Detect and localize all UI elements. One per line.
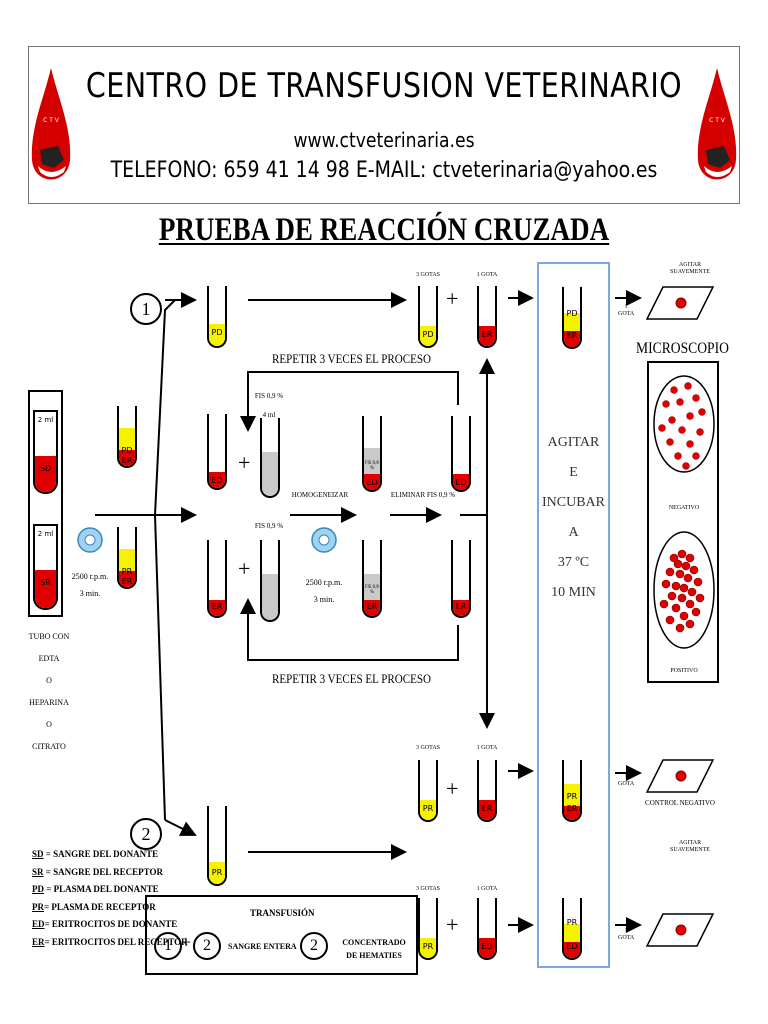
tube-er-drop: ER <box>477 760 497 822</box>
tube-rack <box>28 390 63 617</box>
microscope-slide <box>645 913 715 947</box>
plus-sign: + <box>446 776 459 801</box>
tube-label: SD <box>39 464 52 473</box>
microscope-slide <box>645 286 715 320</box>
header-box <box>28 46 740 204</box>
transfusion-plus: + <box>181 932 192 952</box>
fis-label: FIS 0,9 %4 ml <box>254 392 284 419</box>
logo-text: C T V <box>709 117 726 124</box>
plus-sign: + <box>238 450 251 475</box>
repeat-label-top: REPETIR 3 VECES EL PROCESO <box>272 351 432 366</box>
contact-line: TELEFONO: 659 41 14 98 E-MAIL: ctveterin… <box>110 158 658 183</box>
transfusion-title: TRANSFUSIÓN <box>250 908 315 918</box>
tube-fis <box>260 540 280 622</box>
tube-er-drop: ER <box>477 286 497 348</box>
plus-sign: + <box>446 912 459 937</box>
legend-item: ED= ERITROCITOS DE DONANTE <box>32 919 178 929</box>
tube-pr-drops: PR <box>418 898 438 960</box>
drops-label: 3 GOTAS <box>415 886 441 892</box>
homogeneizar-label: HOMOGENEIZAR <box>291 491 349 499</box>
microscope-box <box>647 361 719 683</box>
plus-sign: + <box>238 556 251 581</box>
tube-ed-washed: ED <box>451 416 471 492</box>
blood-drop-logo-left: C T V <box>31 68 71 180</box>
control-negativo-label: CONTROL NEGATIVO <box>645 799 715 807</box>
tube-pd-drops: PD <box>418 286 438 348</box>
tube-er-fis: FIS 0,9 %ER <box>362 540 382 618</box>
tube-ed-fis: FIS 0,9 %ED <box>362 416 382 492</box>
tube-pd: PD <box>207 286 227 348</box>
centrifuge-icon <box>77 527 103 553</box>
tube-pr-drops: PR <box>418 760 438 822</box>
tube-sd: 2 ml SD <box>33 410 58 494</box>
tube-er: ER <box>207 540 227 618</box>
gota-label: 1 GOTA <box>618 774 635 787</box>
tube-volume: 2 ml <box>37 416 54 424</box>
microscope-slide <box>645 759 715 793</box>
tube-er-washed: ER <box>451 540 471 618</box>
negative-sample <box>653 375 715 473</box>
drops-label: 3 GOTAS <box>415 745 441 751</box>
transfusion-step-two-b: 2 <box>300 932 328 960</box>
legend-item: ER= ERITROCITOS DEL RECEPTOR <box>32 936 188 947</box>
logo-text: C T V <box>43 117 60 124</box>
tube-pr: PR <box>207 806 227 886</box>
plus-sign: + <box>446 286 459 311</box>
agitar-label: AGITAR SUAVEMENTE <box>670 840 710 853</box>
tube-ed-drop: ED <box>477 898 497 960</box>
whole-blood-label: SANGRE ENTERA <box>228 942 297 951</box>
tube-label: SR <box>40 578 51 587</box>
legend-item: PR= PLASMA DE RECEPTOR <box>32 901 156 912</box>
positive-label: POSITIVO <box>670 668 698 674</box>
positive-sample <box>653 531 715 649</box>
eliminar-label: ELIMINAR FIS 0,9 % <box>390 491 456 499</box>
tube-volume: 2 ml <box>37 530 54 538</box>
microscope-title: MICROSCOPIO <box>636 340 729 357</box>
tube-ed: ED <box>207 414 227 490</box>
incubation-box <box>537 262 610 968</box>
transfusion-step-two: 2 <box>193 932 221 960</box>
drops-label: 3 GOTAS <box>415 272 441 278</box>
transfusion-step-one: 1 <box>154 932 182 960</box>
gota-label: 1 GOTA <box>618 304 635 317</box>
step-two-circle: 2 <box>130 818 162 850</box>
tube-sr: 2 ml SR <box>33 524 58 610</box>
repeat-label-bottom: REPETIR 3 VECES EL PROCESO <box>272 671 432 686</box>
negative-label: NEGATIVO <box>668 505 700 511</box>
legend-item: PD = PLASMA DEL DONANTE <box>32 884 159 894</box>
drops-label: 1 GOTA <box>476 745 498 751</box>
page-title: PRUEBA DE REACCIÓN CRUZADA <box>158 212 610 248</box>
legend-item: SD = SANGRE DEL DONANTE <box>32 849 159 859</box>
step-one-circle: 1 <box>130 293 162 325</box>
transfusion-box <box>145 895 418 975</box>
gota-label: 1 GOTA <box>618 928 635 941</box>
centrifuge-label: 2500 r.p.m.3 min. <box>305 578 343 604</box>
concentrate-label: CONCENTRADO DE HEMATIES <box>342 938 406 960</box>
centrifuge-icon <box>311 527 337 553</box>
agitar-label: AGITAR SUAVEMENTE <box>670 262 710 275</box>
blood-drop-logo-right: C T V <box>697 68 737 180</box>
website-link[interactable]: www.ctveterinaria.es <box>293 128 475 152</box>
tube-fis <box>260 418 280 498</box>
drops-label: 1 GOTA <box>476 272 498 278</box>
header-title: CENTRO DE TRANSFUSION VETERINARIO <box>85 66 683 106</box>
drops-label: 1 GOTA <box>476 886 498 892</box>
centrifuge-label: 2500 r.p.m.3 min. <box>71 572 109 598</box>
legend-item: SR = SANGRE DEL RECEPTOR <box>32 866 164 877</box>
legend: SD = SANGRE DEL DONANTE SR = SANGRE DEL … <box>32 846 188 951</box>
